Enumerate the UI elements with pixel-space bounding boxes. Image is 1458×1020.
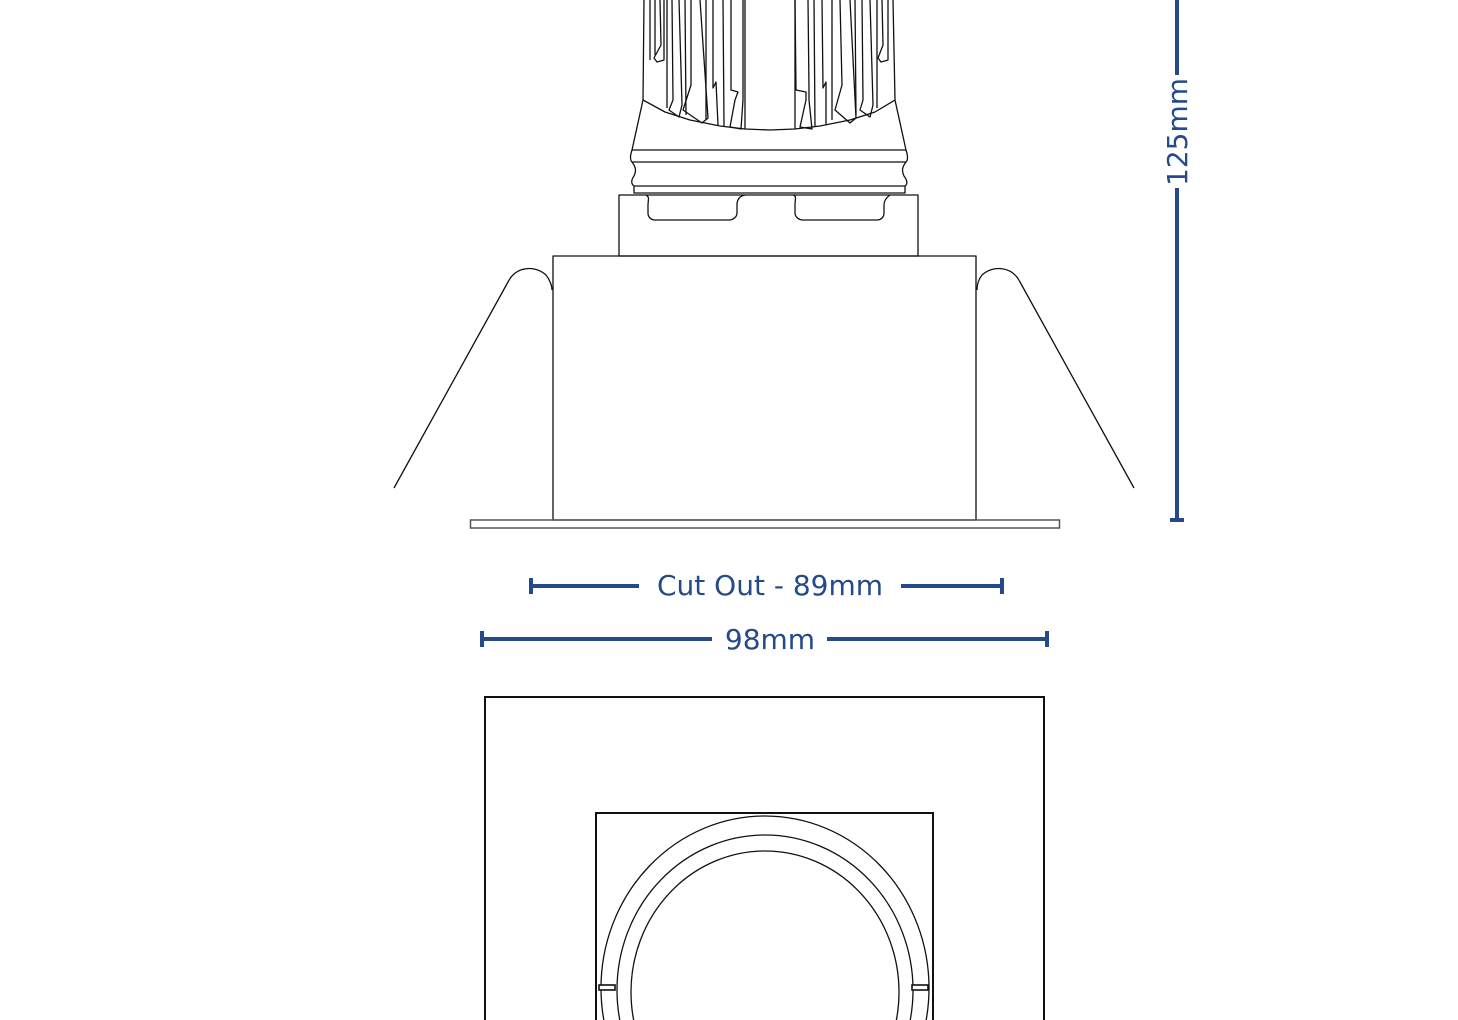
cut-out-dimension-label: Cut Out - 89mm [657,569,883,602]
housing [552,255,977,521]
spring-clip-left [393,267,553,489]
spring-clip-right [976,267,1135,489]
collar [629,149,909,194]
mount-block [618,194,919,257]
bezel-flange [469,519,1061,529]
inner-ring [630,850,900,1020]
middle-ring [616,834,914,1020]
ring-notch-right [911,984,929,991]
ring-notch-left [598,984,616,991]
heatsink [631,0,907,151]
height-dimension-label: 125mm [1161,78,1194,186]
inner-trim-square [595,812,934,1020]
cut-out-dimension: Cut Out - 89mm [529,569,1004,602]
width-dimension-label: 98mm [725,623,815,656]
side-elevation-view [393,0,1135,529]
height-dimension: 125mm [1161,0,1194,522]
width-dimension: 98mm [480,623,1049,656]
outer-bezel-square [484,696,1045,1020]
front-face-view [484,696,1045,1020]
